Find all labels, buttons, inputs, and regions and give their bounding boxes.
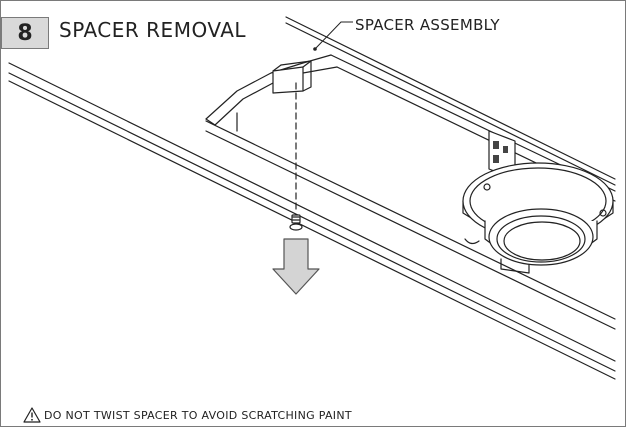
warning-triangle-icon — [23, 407, 41, 423]
spacer-assembly — [272, 60, 312, 94]
warning-text: DO NOT TWIST SPACER TO AVOID SCRATCHING … — [44, 408, 352, 422]
lower-rail — [8, 62, 616, 380]
screw-icon — [289, 214, 303, 231]
warning-note: DO NOT TWIST SPACER TO AVOID SCRATCHING … — [23, 406, 352, 424]
ceiling-panel — [285, 16, 616, 186]
down-arrow-icon — [272, 238, 320, 295]
spacer-assembly-leader — [314, 21, 353, 50]
step-title: SPACER REMOVAL — [59, 18, 247, 42]
step-number: 8 — [1, 17, 49, 49]
spacer-assembly-label: SPACER ASSEMBLY — [355, 16, 500, 34]
spacer-assembly-leader-dot — [313, 47, 317, 51]
downlight-fixture — [462, 162, 614, 274]
